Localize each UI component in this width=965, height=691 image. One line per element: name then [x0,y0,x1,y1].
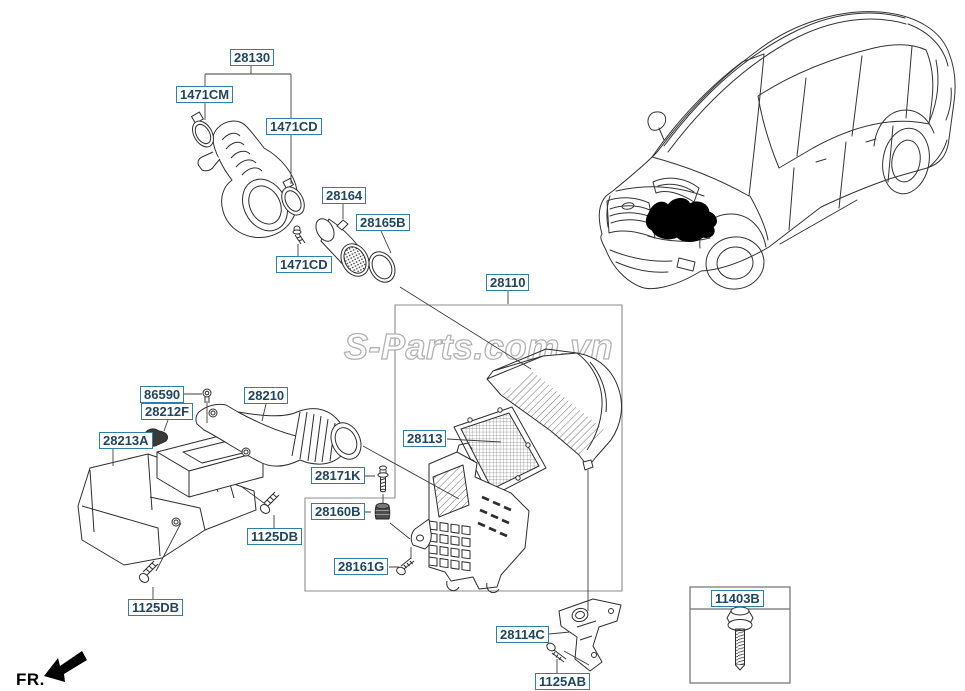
part-label-28130[interactable]: 28130 [230,49,275,66]
part-label-11403B[interactable]: 11403B [711,590,764,607]
engine-bay-highlight [645,198,717,242]
vehicle-illustration [598,11,956,290]
part-label-28210[interactable]: 28210 [244,387,289,404]
stud-28171K-illustration [377,465,389,493]
air-intake-hose-illustration [197,120,299,238]
bolt-11403B-illustration [726,606,754,671]
part-label-28161G[interactable]: 28161G [334,558,389,575]
part-label-28114C[interactable]: 28114C [496,626,549,643]
resonator-28164-illustration [315,218,370,277]
part-label-28160B[interactable]: 28160B [311,503,365,520]
bolt-1125AB-illustration [546,642,567,663]
air-cleaner-cover-illustration [486,348,622,471]
part-label-28212F[interactable]: 28212F [141,403,194,420]
part-label-28164[interactable]: 28164 [322,187,367,204]
part-label-1125AB[interactable]: 1125AB [535,673,590,690]
clamp-1471CM-illustration [190,111,214,148]
front-direction-arrow-icon [44,651,87,682]
air-duct-28210-illustration [195,403,362,467]
part-label-1471CD-upper[interactable]: 1471CD [266,118,322,135]
bracket-28114C-illustration [558,598,622,672]
part-label-1125DB-upper[interactable]: 1125DB [247,528,302,545]
screw-86590-illustration [202,388,212,403]
assembly-outline-box [304,304,623,592]
o-ring-28165B-illustration [368,251,396,283]
fr-label: FR. [16,670,45,689]
screw-28161G-illustration [396,557,415,576]
front-direction-marker: FR. [16,651,87,689]
part-label-1125DB-lower[interactable]: 1125DB [128,599,183,616]
part-label-28213A[interactable]: 28213A [99,432,153,449]
part-label-28113[interactable]: 28113 [403,430,447,447]
part-label-28165B[interactable]: 28165B [356,214,410,231]
leader-lines [112,64,590,673]
part-label-28171K[interactable]: 28171K [311,467,365,484]
clamp-screw-1471CD-illustration [292,225,306,245]
clamp-1471CD-illustration [281,177,305,216]
bolt-1125DB-upper-illustration [259,491,280,514]
air-filter-28113-illustration [453,406,547,498]
part-label-86590[interactable]: 86590 [140,386,185,403]
air-cleaner-body-illustration [410,442,530,594]
grommet-28160B-illustration [374,502,391,520]
part-label-1471CD-lower[interactable]: 1471CD [276,256,332,273]
part-label-1471CM[interactable]: 1471CM [176,86,234,103]
bolt-1125DB-lower-illustration [138,560,159,583]
part-label-28110[interactable]: 28110 [486,274,530,291]
